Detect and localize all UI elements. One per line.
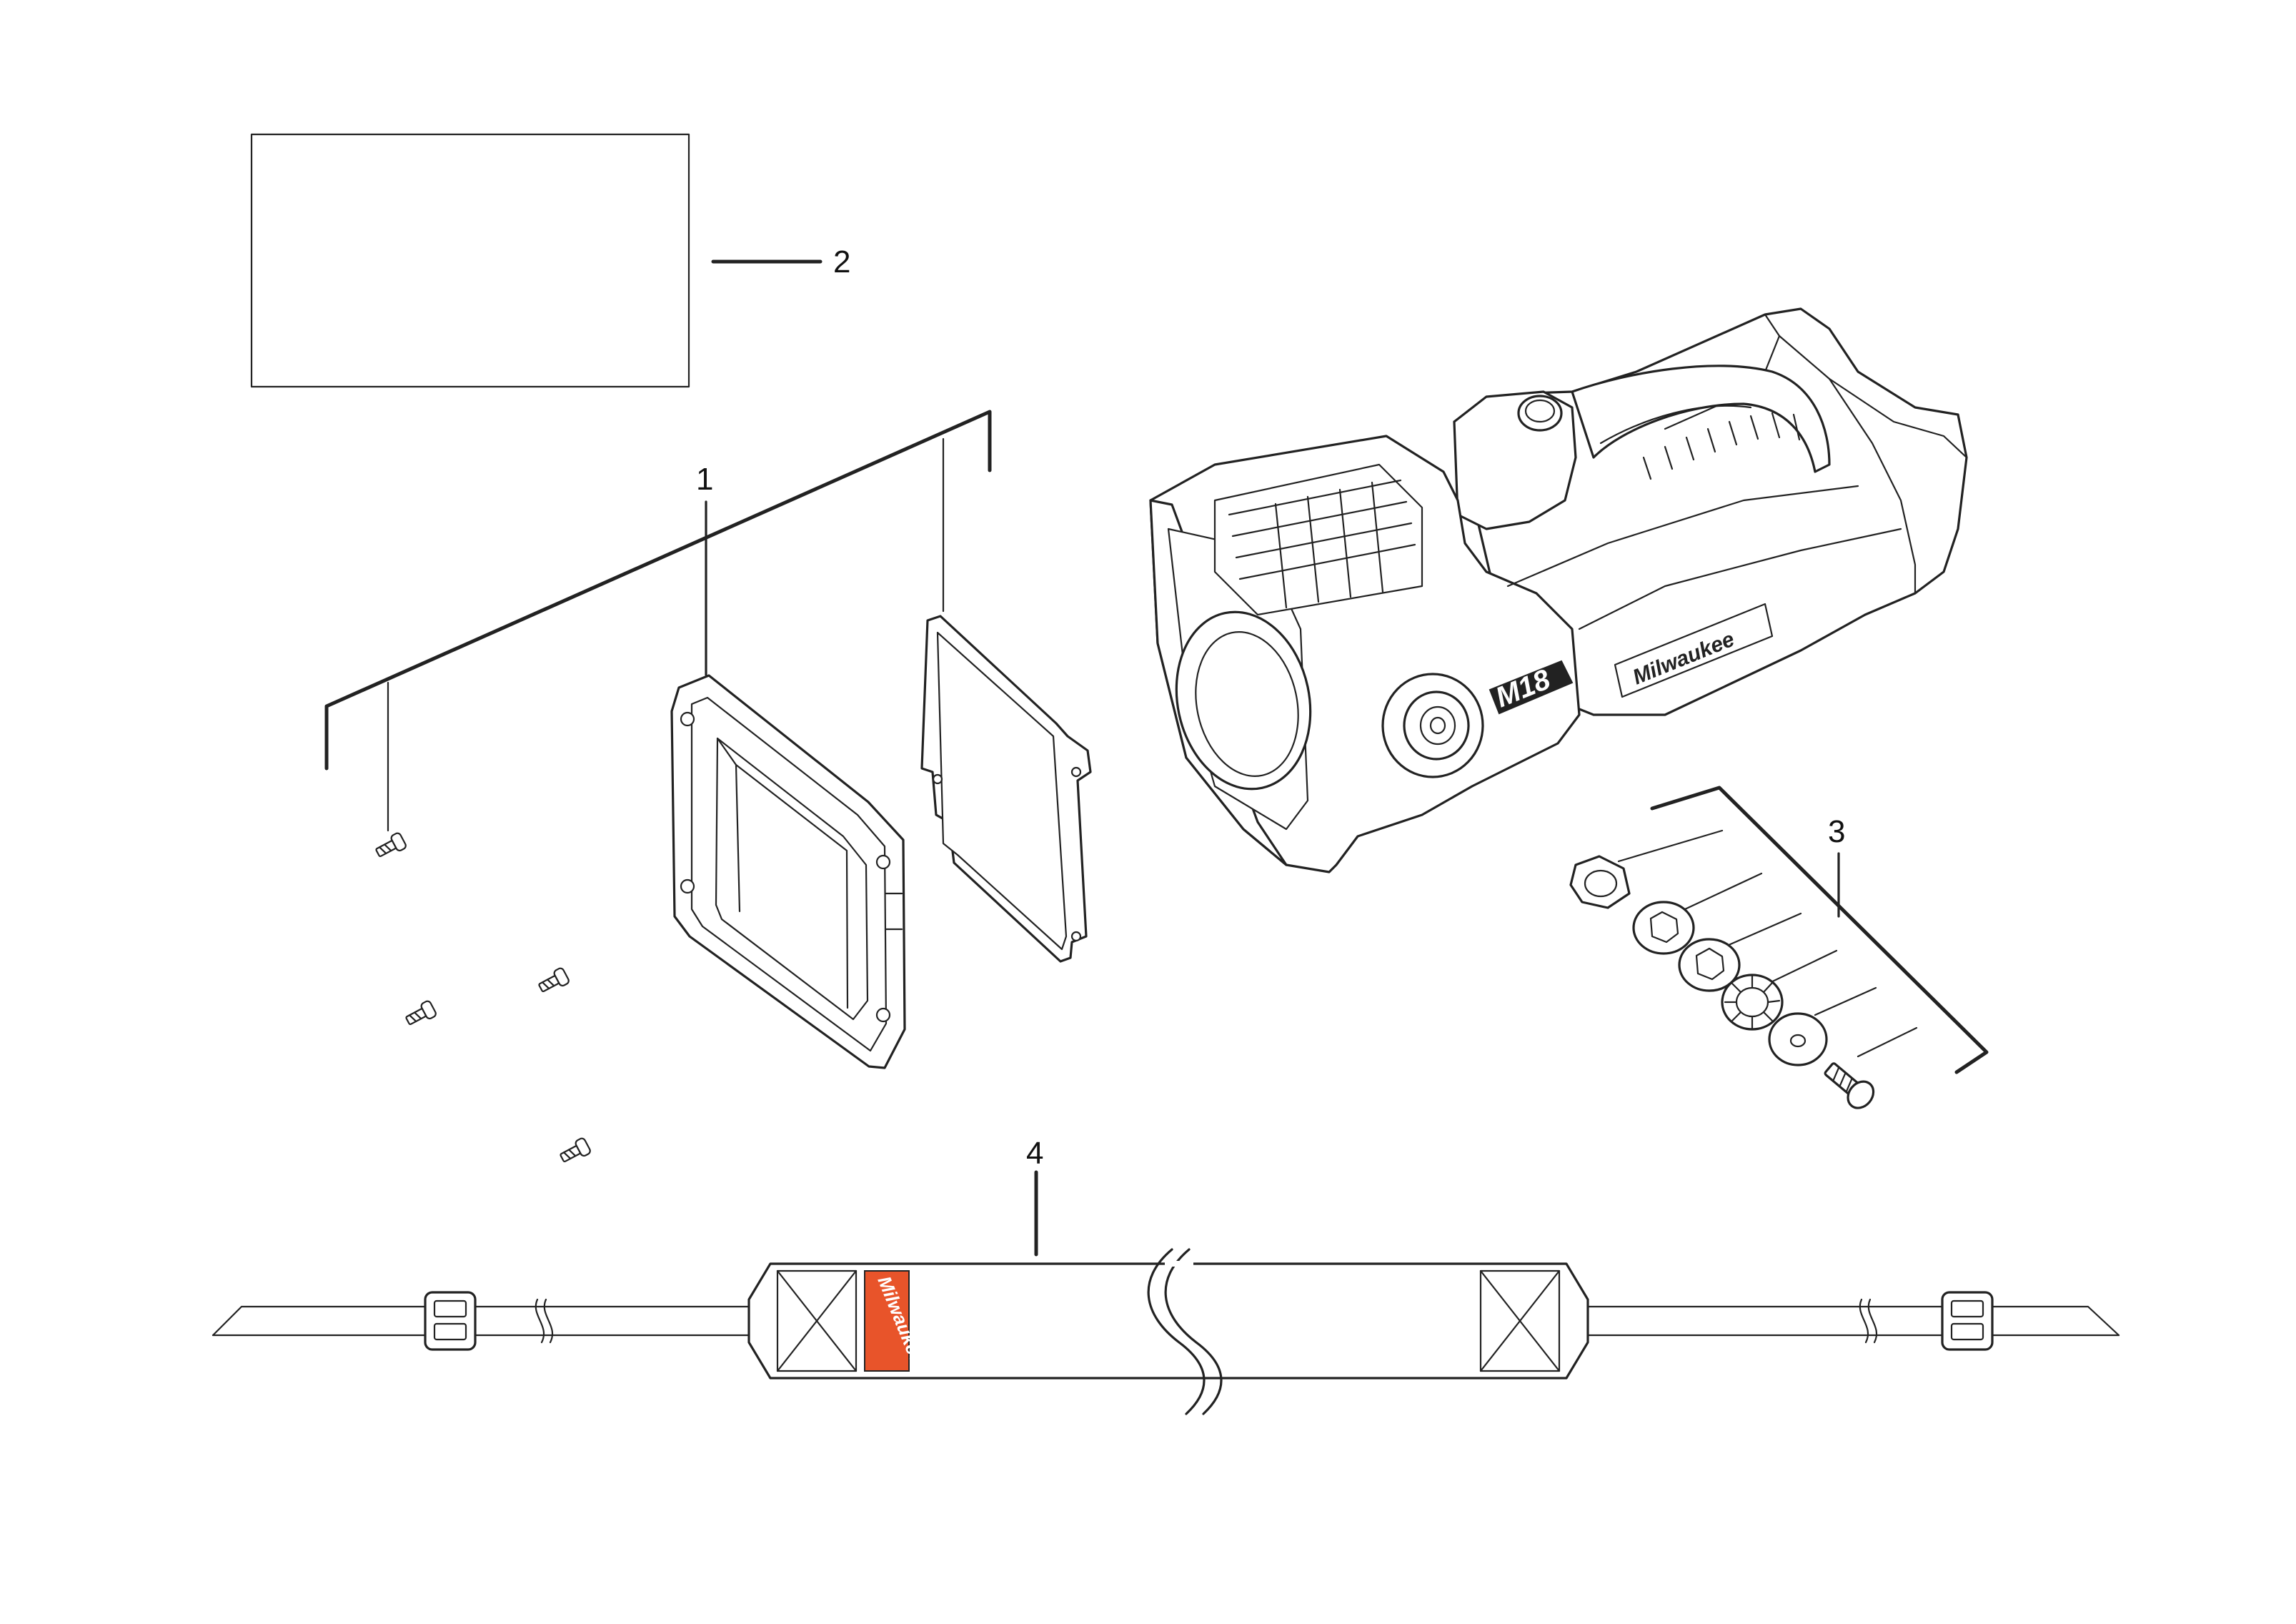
handle-grip-ribs	[1642, 412, 1801, 480]
lens-panel	[920, 615, 1092, 963]
callout-4-label: 4	[1026, 1136, 1043, 1171]
power-button	[1453, 390, 1577, 530]
strap-logo-background	[864, 1270, 910, 1372]
screw-3	[538, 967, 570, 993]
washer-2	[1678, 938, 1741, 992]
strap-buckle-right	[1941, 1291, 1994, 1351]
washer-1	[1632, 901, 1695, 955]
vent-grille	[1213, 463, 1423, 616]
lens-frame	[670, 674, 906, 1069]
part-3-washer-set: 3	[1569, 786, 1989, 1109]
pivot-knob	[1381, 673, 1484, 778]
strap-buckle-left	[424, 1291, 477, 1351]
callout-1-label: 1	[696, 462, 713, 497]
work-light-body: M18 Milwaukee	[1149, 307, 1968, 873]
screw-4	[560, 1137, 591, 1163]
screw-2	[405, 1000, 437, 1026]
plain-washer	[1768, 1012, 1828, 1066]
callout-3-bracket	[1650, 786, 1989, 1074]
hex-nut	[1569, 855, 1631, 909]
shoulder-pad	[747, 1248, 1589, 1415]
part-1-lens-assembly: 1	[324, 410, 1092, 1163]
part-4-shoulder-strap: 4	[212, 1136, 2120, 1415]
screw-1	[375, 832, 407, 858]
instruction-sheet-outline	[250, 133, 690, 388]
part-2-instruction-sheet: 2	[250, 133, 850, 388]
callout-1-bracket	[324, 410, 992, 771]
callout-3-label: 3	[1828, 814, 1845, 849]
lock-washer	[1721, 974, 1784, 1031]
pivot-screw	[1824, 1062, 1875, 1109]
callout-2-label: 2	[833, 244, 850, 279]
